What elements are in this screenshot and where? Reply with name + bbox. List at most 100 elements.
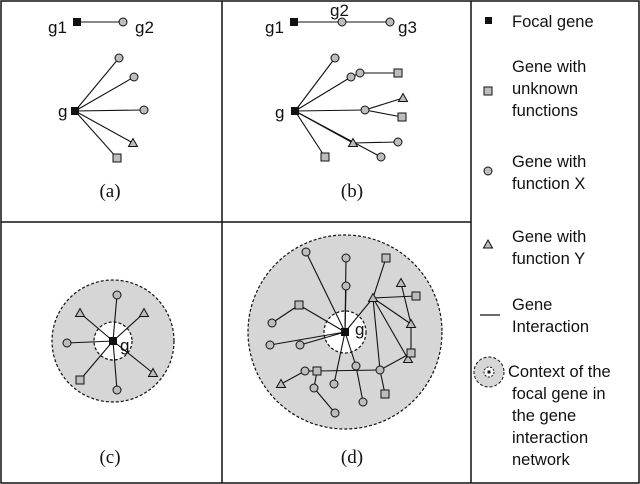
panel-d-node-R: [275, 378, 287, 388]
interaction-edges: [66, 21, 417, 414]
panel-d-edge-19: [316, 369, 381, 372]
panel-b-node-a: [330, 53, 340, 63]
panel-a-node-n5: [112, 153, 122, 163]
panel-b-edge-13: [294, 110, 382, 158]
panel-a-node-g2: [118, 17, 128, 27]
panel-d-node-V: [309, 383, 319, 393]
legend-func-y-text: Gene with function Y: [512, 228, 591, 268]
legend-triangle-icon: [482, 238, 494, 249]
panel-d-edge-9: [344, 331, 357, 367]
legend-func-y-line-2: function Y: [512, 250, 585, 268]
panel-d-node-W: [330, 408, 340, 418]
panel-c-node-g: [109, 337, 117, 345]
panel-d-edge-11: [372, 295, 417, 299]
panel-b-node-b: [346, 72, 356, 82]
legend-focal-text: Focal gene: [512, 13, 594, 31]
panel-a-edge-4: [74, 109, 145, 112]
panel-b-label-g: g: [275, 103, 284, 122]
panel-d-node-X: [358, 397, 368, 407]
panel-c-edge-5: [112, 340, 154, 374]
legend-func-x-line-2: function X: [512, 175, 585, 193]
legend-context-line-1: Context of the: [508, 363, 611, 381]
panel-c-edge-7: [112, 340, 118, 391]
panel-a-edge-6: [74, 110, 118, 159]
legend-interaction: Gene Interaction: [480, 296, 589, 336]
panel-a-edge-2: [74, 57, 120, 112]
panel-d-edge-4: [344, 297, 374, 333]
legend-circle-icon: [483, 166, 493, 176]
panel-a-edge-5: [74, 110, 134, 144]
panel-d-edge-15: [372, 297, 409, 360]
panel-d-label-g: g: [355, 320, 364, 339]
panel-a-node-g: [71, 107, 79, 115]
panel-a-label-g1: g1: [48, 18, 67, 37]
panel-b-label-g1: g1: [265, 18, 284, 37]
panel-b-node-g: [291, 107, 299, 115]
legend-focal-line-1: Focal gene: [512, 13, 594, 31]
panel-a-node-g1: [73, 18, 81, 26]
panel-b-edge-7: [294, 109, 366, 112]
panel-d-node-S: [329, 379, 339, 389]
panel-d-edge-3: [344, 257, 347, 333]
legend-focal-square-icon: [485, 17, 492, 24]
panel-d-node-A: [301, 247, 311, 257]
panel-b-node-c: [355, 68, 365, 78]
legend-context-line-5: network: [512, 451, 571, 469]
panel-b-edge-3: [294, 57, 336, 112]
panel-b-node-j: [393, 137, 403, 147]
legend-unknown-text: Gene with unknown functions: [512, 58, 591, 120]
panel-d-node-N: [312, 366, 322, 376]
panel-c-edge-2: [112, 294, 118, 342]
panel-b-node-g2: [337, 17, 347, 27]
panel-d-node-F: [411, 291, 421, 301]
caption-a: (a): [99, 181, 120, 202]
panel-b-node-i: [347, 137, 359, 147]
panel-d-node-E: [367, 292, 379, 302]
panel-c-node-n7: [112, 385, 122, 395]
gene-nodes: [62, 17, 421, 418]
legend-interaction-line-1: Gene: [512, 296, 552, 314]
panel-d-node-L: [295, 340, 305, 350]
panel-d-node-g: [341, 328, 349, 336]
panel-c-node-n4: [62, 338, 72, 348]
legend-context-line-4: interaction: [512, 429, 588, 447]
panel-d-edge-10: [372, 257, 387, 299]
panel-c-node-n1: [74, 307, 86, 317]
legend-function-x: Gene with function X: [483, 153, 586, 193]
panel-b-label-g2: g2: [330, 1, 349, 20]
panel-b-label-g3: g3: [398, 18, 417, 37]
panel-d-node-C: [341, 253, 351, 263]
panel-d-edge-16: [400, 282, 412, 325]
panel-b-node-d: [393, 68, 403, 78]
panel-d-edge-8: [333, 331, 346, 385]
panel-d-edge-25: [379, 352, 412, 371]
panel-d-edge-6: [299, 331, 346, 346]
panel-b-node-e: [360, 105, 370, 115]
panel-b-node-g3: [385, 17, 395, 27]
panel-b-edge-8: [364, 97, 404, 111]
legend-context: Context of the focal gene in the gene in…: [473, 356, 611, 469]
legend-function-y: Gene with function Y: [482, 228, 591, 268]
panel-a-node-n3: [139, 105, 149, 115]
caption-b: (b): [341, 181, 363, 202]
panel-a-node-n1: [114, 53, 124, 63]
legend-context-line-3: the gene: [512, 407, 576, 425]
panel-c-label-g: g: [120, 336, 129, 355]
panel-d-node-O: [375, 365, 385, 375]
panel-b-edge-9: [364, 109, 403, 118]
legend-unknown-line-2: unknown: [512, 80, 578, 98]
caption-c: (c): [99, 447, 120, 468]
panel-d-edge-7: [269, 331, 346, 346]
panel-b-node-h: [397, 112, 407, 122]
panel-c-node-n3: [138, 307, 150, 317]
legend-func-x-line-1: Gene with: [512, 153, 586, 171]
panel-a-node-n4: [127, 137, 139, 147]
panel-d-node-B: [341, 281, 351, 291]
panel-d-edge-22: [280, 370, 306, 385]
panel-c-edge-3: [112, 312, 145, 342]
panel-d-edge-12: [372, 297, 412, 325]
panel-c-edge-1: [79, 312, 114, 342]
